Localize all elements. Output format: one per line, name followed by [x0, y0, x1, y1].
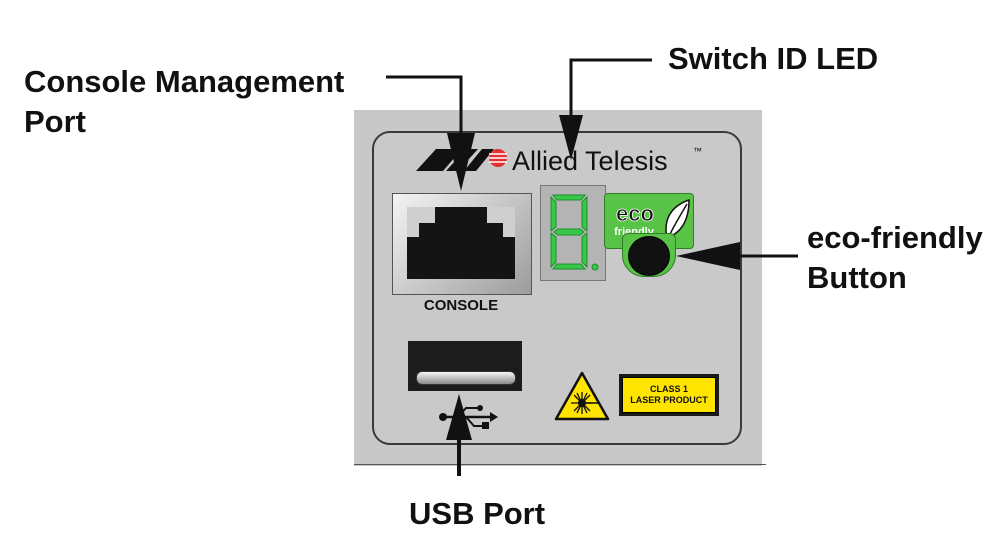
usb-icon [439, 405, 498, 429]
switch-id-led-callout: Switch ID LED [668, 41, 879, 76]
laser-label-line1: CLASS 1 [649, 384, 688, 394]
console-port-leader [386, 75, 475, 191]
allied-telesis-logo: Allied Telesis ™ [416, 146, 702, 176]
brand-name: Allied Telesis [512, 146, 668, 176]
console-port-socket [407, 207, 515, 279]
eco-button-callout: eco-friendly Button [807, 218, 983, 298]
usb-port[interactable] [408, 341, 522, 391]
console-port-callout: Console Management Port [24, 62, 344, 142]
eco-badge-top-text: eco [616, 201, 654, 226]
console-port-callout-line1: Console Management [24, 64, 345, 99]
usb-port-callout: USB Port [409, 496, 546, 531]
laser-class-label: CLASS 1 LASER PRODUCT [619, 374, 719, 416]
seven-segment-digit [550, 194, 599, 271]
eco-button-leader [676, 242, 798, 270]
panel-baseline [354, 464, 766, 465]
switch-id-led-leader [559, 58, 652, 160]
eco-friendly-button[interactable] [628, 236, 670, 276]
laser-label-line2: LASER PRODUCT [630, 395, 708, 405]
console-label: CONSOLE [423, 297, 499, 314]
usb-port-slot [416, 371, 516, 385]
console-port-callout-line2: Port [24, 104, 86, 139]
brand-trademark: ™ [693, 146, 702, 156]
eco-button-callout-line1: eco-friendly [807, 220, 983, 255]
usb-port-leader [446, 394, 472, 476]
laser-warning-icon [554, 371, 610, 421]
eco-button-callout-line2: Button [807, 260, 907, 295]
console-port[interactable] [392, 193, 532, 295]
